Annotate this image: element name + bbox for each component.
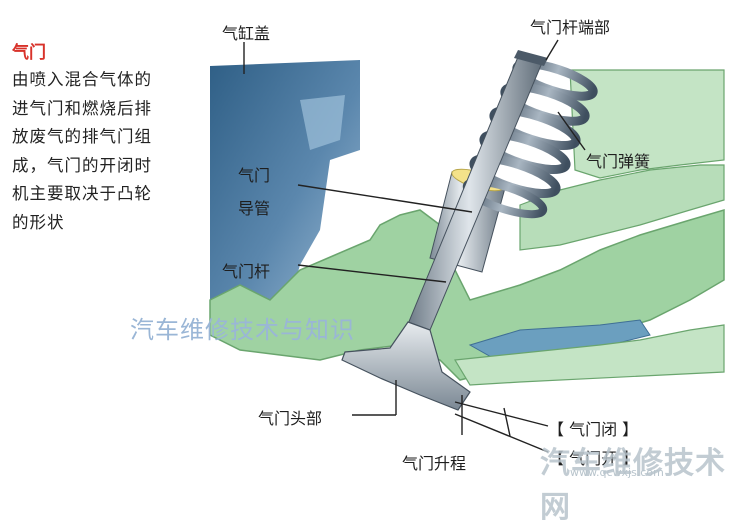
label-cylinder-head: 气缸盖 <box>222 24 271 43</box>
valve-head-shape <box>341 321 471 411</box>
watermark-brand: 汽车维修技术网 <box>540 446 726 525</box>
label-valve-closed: 【 气门闭 】 <box>548 420 639 439</box>
valve-diagram: 气门 由喷入混合气体的进气门和燃烧后排放废气的排气门组成，气门的开闭时机主要取决… <box>12 18 725 525</box>
cylinder-head-shape <box>210 60 360 320</box>
label-valve-open: 【 气门开 】 <box>548 449 639 468</box>
label-valve-guide-line2: 导管 <box>238 199 271 218</box>
label-valve-guide-line1: 气门 <box>238 166 271 185</box>
diagram-canvas <box>209 39 725 453</box>
label-valve-lift: 气门升程 <box>402 454 467 473</box>
leader-lines <box>243 39 586 453</box>
sidebar-title: 气门 <box>12 43 46 63</box>
label-valve-spring: 气门弹簧 <box>586 152 651 171</box>
gasket-green-shape <box>209 69 725 386</box>
label-valve-stem-end: 气门杆端部 <box>530 18 611 37</box>
watermark-center: 汽车维修技术与知识 <box>130 316 355 344</box>
watermark-url: www.qcwxjs.com <box>570 466 664 479</box>
label-valve-stem: 气门杆 <box>222 262 271 281</box>
label-valve-head: 气门头部 <box>258 409 323 428</box>
sidebar-description: 由喷入混合气体的进气门和燃烧后排放废气的排气门组成，气门的开闭时机主要取决于凸轮… <box>12 70 152 232</box>
